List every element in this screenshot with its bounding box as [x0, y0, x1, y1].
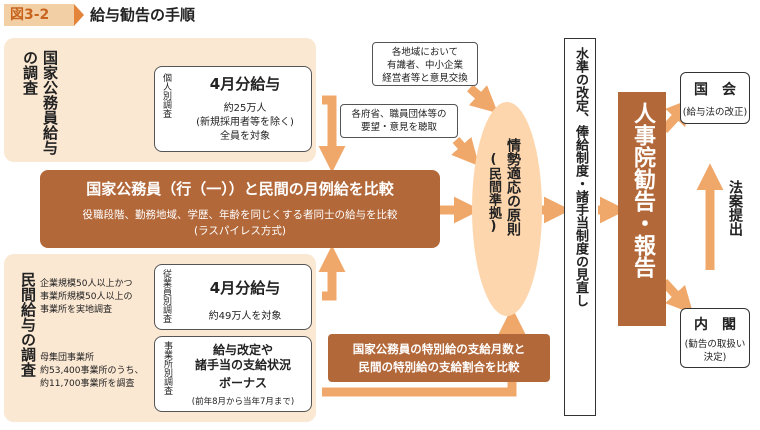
arrow-ministries-to-principle — [451, 136, 480, 167]
comparison-title: 国家公務員（行（一））と民間の月例給を比較 — [86, 180, 394, 198]
arrow-national-to-compare — [318, 95, 346, 173]
scope-note-line: 事業所規模50人以上の — [40, 292, 133, 302]
comparison-method: 役職段階、勤務地域、学歴、年齢を同じくする者同士の給与を比較 — [82, 209, 398, 221]
monthly-pay-comparison: 国家公務員（行（一））と民間の月例給を比較 役職段階、勤務地域、学歴、年齢を同じ… — [40, 170, 440, 248]
national-salary-card: 個人別調査 4月分給与 約25万人 (新規採用者等を除く) 全員を対象 — [154, 66, 312, 152]
individual-survey-label: 個人別調査 — [161, 73, 171, 118]
scope-note-line: 事業所を実地調査 — [40, 305, 113, 315]
private-salary-count: 約49万人を対象 — [208, 311, 282, 322]
comparison-laspeyres: (ラスパイレス方式) — [194, 225, 286, 237]
arrow-regional-to-principle — [466, 84, 499, 114]
principle-oval: 情勢適応の原則 (民間準拠) — [472, 102, 542, 316]
arrow-recommendation-to-cabinet — [660, 278, 694, 314]
ministries-hearing-note: 各府省、職員団体等の 要望・意見を聴取 — [340, 104, 458, 138]
private-salary-heading: 4月分給与 — [209, 279, 281, 297]
principle-main: 情勢適応の原則 — [505, 138, 521, 236]
principle-sub: (民間準拠) — [486, 152, 501, 234]
bonus-comparison: 国家公務員の特別給の支給月数と 民間の特別給の支給割合を比較 — [328, 334, 550, 382]
national-scope: 全員を対象 — [220, 131, 270, 142]
national-survey-label: 国家公務員給与の調査 — [21, 50, 59, 155]
private-salary-card: 従業員別調査 4月分給与 約49万人を対象 — [154, 264, 312, 330]
population-note-line: 約53,400事業所のうち、 — [40, 366, 144, 376]
national-salary-heading: 4月分給与 — [209, 75, 281, 93]
figure-tag: 図3-2 — [4, 4, 84, 26]
ministries-note-line: 各府省、職員団体等の — [351, 109, 447, 120]
bonus-heading-line: 諸手当の支給状況 — [194, 358, 291, 372]
diet-title: 国 会 — [694, 82, 736, 98]
regional-consultation-note: 各地域において 有識者、中小企業 経営者等と意見交換 — [372, 42, 478, 86]
private-survey-scope-note: 企業規模50人以上かつ 事業所規模50人以上の 事業所を実地調査 — [40, 278, 152, 317]
population-note-line: 約11,700事業所を調査 — [40, 379, 135, 389]
bonus-period: (前年8月から当年7月まで) — [191, 397, 295, 407]
cabinet-box: 内 閣 (勧告の取扱い 決定) — [680, 308, 750, 368]
private-population-note: 母集団事業所 約53,400事業所のうち、 約11,700事業所を調査 — [40, 352, 152, 391]
employee-survey-label: 従業員別調査 — [161, 269, 171, 323]
bill-submission-label: 法案提出 — [727, 180, 743, 236]
revision-text: 水準の改定、俸給制度・諸手当制度の見直し — [573, 47, 588, 307]
scope-note-line: 企業規模50人以上かつ — [40, 279, 133, 289]
diet-box: 国 会 (給与法の改正) — [680, 72, 750, 124]
regional-note-line: 有識者、中小企業 — [386, 60, 463, 71]
private-survey-label: 民間給与の調査 — [19, 272, 37, 377]
cabinet-sub-line: 決定) — [703, 352, 727, 363]
recommendation-box: 人事院勧告・報告 — [618, 92, 666, 326]
population-note-line: 母集団事業所 — [40, 353, 95, 363]
cabinet-title: 内 閣 — [694, 317, 736, 333]
national-exclusion: (新規採用者等を除く) — [196, 117, 294, 128]
bonus-heading-line: 給与改定や — [212, 343, 273, 357]
regional-note-line: 各地域において — [391, 47, 459, 58]
bonus-comparison-line: 民間の特別給の支給割合を比較 — [358, 360, 520, 374]
ministries-note-line: 要望・意見を聴取 — [360, 122, 437, 133]
cabinet-sub-line: (勧告の取扱い — [684, 339, 746, 350]
figure-title: 給与勧告の手順 — [90, 6, 196, 24]
private-bonus-card: 事業所別調査 給与改定や 諸手当の支給状況 ボーナス (前年8月から当年7月まで… — [154, 336, 312, 412]
national-count: 約25万人 — [223, 103, 267, 114]
arrow-private-to-compare — [318, 245, 346, 301]
bonus-comparison-line: 国家公務員の特別給の支給月数と — [352, 342, 526, 356]
diet-sub: (給与法の改正) — [682, 107, 748, 118]
establishment-survey-label: 事業所別調査 — [162, 341, 172, 395]
revision-column: 水準の改定、俸給制度・諸手当制度の見直し — [564, 38, 596, 416]
bonus-heading-line: ボーナス — [218, 376, 267, 390]
regional-note-line: 経営者等と意見交換 — [382, 73, 468, 84]
recommendation-text: 人事院勧告・報告 — [630, 102, 655, 278]
